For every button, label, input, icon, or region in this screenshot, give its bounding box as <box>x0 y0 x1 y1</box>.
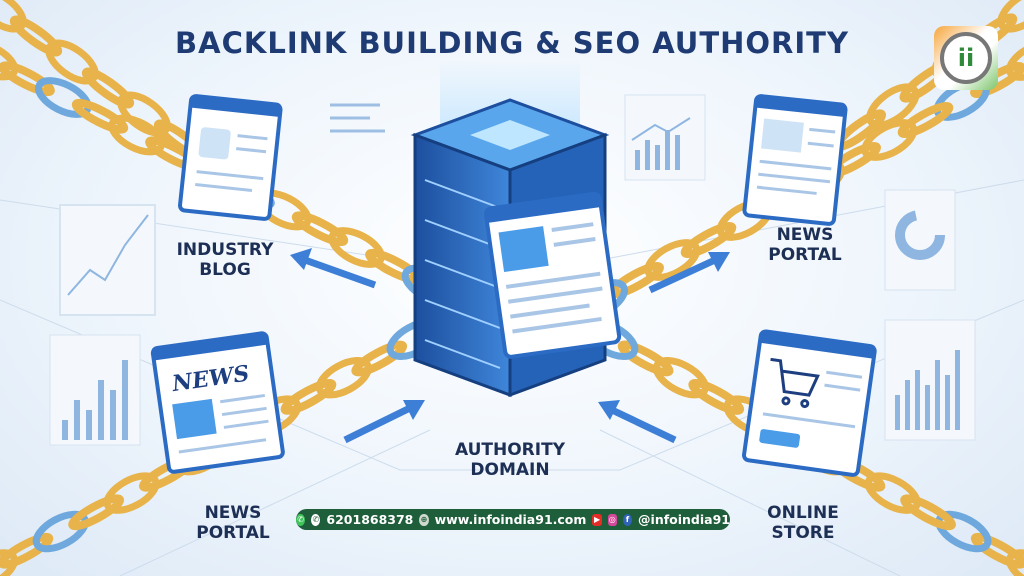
label-authority-domain: AUTHORITY DOMAIN <box>454 440 566 480</box>
chain-link <box>32 510 89 553</box>
phone-number[interactable]: 6201868378 <box>326 512 414 527</box>
arrow-to-news-portal-top <box>648 252 730 294</box>
arrow-from-news-portal-bottom <box>343 400 425 444</box>
chain-link <box>81 67 135 109</box>
chain-link <box>291 211 349 247</box>
bar-chart-right <box>884 319 976 441</box>
chain-link <box>71 98 129 134</box>
bar-chart-left <box>49 334 141 446</box>
chain-link <box>328 227 385 268</box>
chain-link <box>680 221 737 259</box>
chain-link <box>970 532 1024 569</box>
youtube-icon: ▶ <box>592 513 602 526</box>
contact-bar: ✆ ✆ 6201868378 ⊕ www.infoindia91.com ▶ ◎… <box>296 509 730 530</box>
chain-link <box>117 91 171 137</box>
chain-link <box>45 39 99 85</box>
label-industry-blog: INDUSTRY BLOG <box>176 240 274 280</box>
chain-link <box>644 239 701 281</box>
chain-link <box>1006 39 1024 81</box>
chain-link <box>280 378 337 415</box>
whatsapp-icon: ✆ <box>296 513 306 526</box>
bar-chart-top-right <box>624 94 706 181</box>
brand-logo: ii <box>934 26 998 90</box>
donut-chart <box>884 189 956 291</box>
industry-blog-card <box>177 94 283 221</box>
chain-link <box>861 119 918 161</box>
label-news-portal-top: NEWS PORTAL <box>768 225 842 265</box>
online-store-card <box>742 329 877 477</box>
chain-link <box>997 0 1024 33</box>
chain-link <box>351 340 408 377</box>
shopping-cart-icon <box>770 357 820 409</box>
chain-link <box>108 114 165 156</box>
chain-link <box>617 340 674 377</box>
news-portal-top-card <box>742 94 848 226</box>
chain-link <box>0 61 55 97</box>
arrow-to-industry-blog <box>290 248 377 289</box>
chain-link <box>68 494 125 531</box>
arrow-from-online-store <box>598 400 677 444</box>
chain-link <box>103 472 160 514</box>
arrows <box>290 248 730 444</box>
instagram-icon: ◎ <box>607 513 617 526</box>
chain-link <box>0 0 27 33</box>
chain-link <box>652 356 709 399</box>
news-card-bottom-left: NEWS <box>150 331 285 474</box>
logo-mark: ii <box>940 32 992 84</box>
chain-link <box>315 356 372 399</box>
chain-link <box>1005 549 1024 576</box>
globe-icon: ⊕ <box>419 513 429 526</box>
chain-link <box>9 15 63 57</box>
phone-icon: ✆ <box>311 513 321 526</box>
chain-link <box>897 101 954 139</box>
website-link[interactable]: www.infoindia91.com <box>434 512 587 527</box>
chain-link <box>900 494 956 531</box>
chain-link <box>688 378 745 415</box>
chain-link <box>864 472 921 514</box>
chain-link <box>866 83 920 129</box>
browser-window-center <box>483 191 622 359</box>
chain-link <box>0 532 54 569</box>
chain-link <box>0 39 19 81</box>
label-news-portal-bottom: NEWS PORTAL <box>196 503 270 543</box>
chain-link <box>935 510 992 553</box>
chain-link <box>35 77 92 118</box>
facebook-icon: f <box>622 513 633 526</box>
social-handle[interactable]: @infoindia91 <box>638 512 730 527</box>
chain-link <box>0 549 19 576</box>
text-lines-decor <box>330 103 385 133</box>
page-title: BACKLINK BUILDING & SEO AUTHORITY <box>175 26 849 60</box>
label-online-store: ONLINE STORE <box>767 503 839 543</box>
line-chart-left <box>59 204 156 316</box>
